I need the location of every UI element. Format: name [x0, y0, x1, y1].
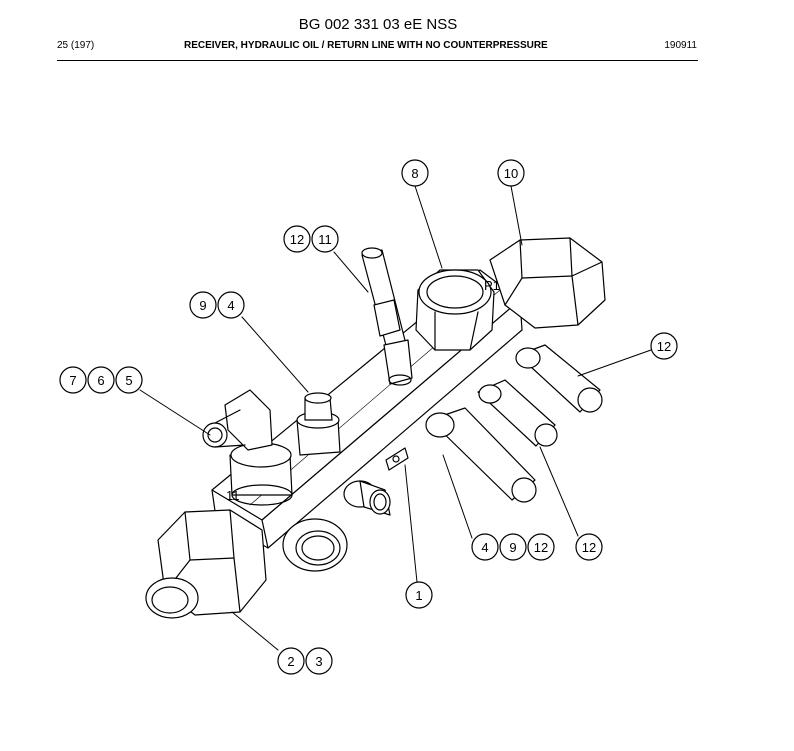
callout-1: 1: [405, 581, 433, 609]
right-fittings: [425, 344, 603, 503]
callout-12-top: 12: [283, 225, 311, 253]
svg-text:8: 8: [411, 166, 418, 181]
callout-5: 5: [115, 366, 143, 394]
port-marking: [385, 447, 409, 471]
svg-text:12: 12: [657, 339, 671, 354]
svg-text:11: 11: [318, 232, 332, 247]
svg-text:6: 6: [97, 373, 104, 388]
callout-4-bottom: 4: [471, 533, 499, 561]
callout-6: 6: [87, 366, 115, 394]
callout-4-top: 4: [217, 291, 245, 319]
svg-text:2: 2: [287, 654, 294, 669]
svg-text:7: 7: [69, 373, 76, 388]
right-hex-nut: [489, 237, 606, 329]
page-number: 25 (197): [57, 40, 95, 51]
callout-10: 10: [497, 159, 525, 187]
callout-7: 7: [59, 366, 87, 394]
callout-8: 8: [401, 159, 429, 187]
callout-9-bottom: 9: [499, 533, 527, 561]
svg-text:12: 12: [534, 540, 548, 555]
document-code: 190911: [664, 40, 697, 51]
header-rule: [57, 60, 698, 61]
callout-12-right: 12: [650, 332, 678, 360]
callout-12-bottom-a: 12: [527, 533, 555, 561]
callout-12-bottom-b: 12: [575, 533, 603, 561]
block-end-mark: 11: [226, 488, 240, 503]
svg-text:4: 4: [481, 540, 488, 555]
callout-9-top: 9: [189, 291, 217, 319]
port-mark: P1: [484, 278, 500, 293]
top-hex-plug: [415, 269, 495, 351]
page-title: RECEIVER, HYDRAULIC OIL / RETURN LINE WI…: [184, 40, 548, 51]
left-hex-nut: [145, 509, 267, 619]
svg-text:5: 5: [125, 373, 132, 388]
svg-text:12: 12: [582, 540, 596, 555]
svg-text:1: 1: [415, 588, 422, 603]
svg-text:12: 12: [290, 232, 304, 247]
callouts: 8 10 12 11 9 4 12 7: [59, 159, 678, 675]
callout-3: 3: [305, 647, 333, 675]
vertical-fitting: [361, 247, 413, 386]
svg-text:9: 9: [509, 540, 516, 555]
svg-text:10: 10: [504, 166, 518, 181]
svg-text:3: 3: [315, 654, 322, 669]
front-plug: [282, 518, 348, 572]
callout-11: 11: [311, 225, 339, 253]
elbow-fitting: [202, 389, 293, 506]
test-point: [296, 392, 341, 456]
svg-text:9: 9: [199, 298, 206, 313]
callout-2: 2: [277, 647, 305, 675]
svg-text:4: 4: [227, 298, 234, 313]
document-id: BG 002 331 03 eE NSS: [298, 16, 458, 33]
front-nipple: [343, 480, 391, 516]
leader-lines: [139, 185, 652, 651]
